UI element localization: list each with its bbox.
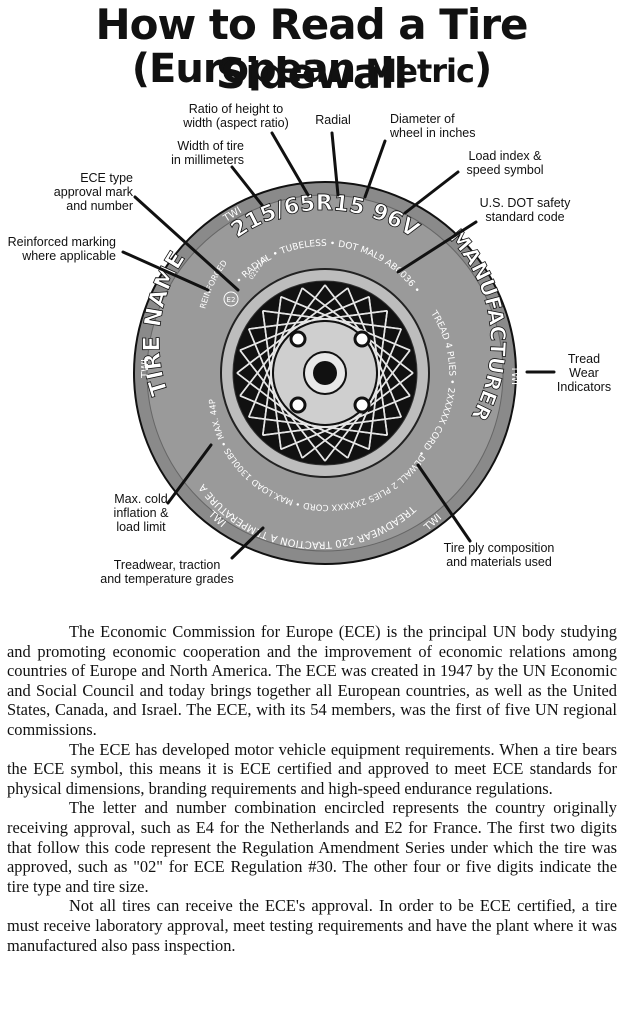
leader-width [230,165,264,207]
lug-nut [289,330,307,348]
twi-marker: TWI [140,359,151,379]
tire-sidewall-diagram: 215/65R15 96V TIRE NAME MANUFACTURER • R… [0,95,611,586]
leader-radial [330,131,340,197]
body-text: The Economic Commission for Europe (ECE)… [7,622,617,955]
twi-marker: TWI [509,365,520,385]
subtitle-close-paren: ) [473,46,492,92]
lattice-spoke [236,372,349,459]
lattice-spoke [239,349,326,462]
paragraph: The letter and number combination encirc… [7,798,617,896]
lattice-spoke [239,284,326,397]
lattice-spoke [280,395,411,450]
lattice-spoke [262,416,402,437]
callout-load-speed: Load index &speed symbol [466,149,543,177]
lattice-spoke [301,287,414,374]
lug-nut [353,396,371,414]
leader-diameter [363,139,387,199]
subtitle-open-paren: ( [131,46,150,92]
lattice-spoke [239,296,370,351]
leader-reinforced [121,250,210,292]
lattice-spoke [248,328,303,459]
lattice-spoke [236,287,349,374]
leader-dot [396,220,478,274]
page-subtitle: (European Metric) [0,46,623,92]
lattice-spoke [262,309,402,330]
hub-bore [313,361,337,385]
leader-max-cold [166,443,213,505]
lattice-spoke [347,328,402,459]
lattice-spoke [368,310,389,450]
lattice-spoke [301,372,414,459]
lattice-spoke [248,416,388,437]
lattice-spoke [239,395,370,450]
lattice-spoke [280,296,411,351]
leader-ply [416,463,472,543]
lattice-spoke [248,309,388,330]
lug-nut [353,330,371,348]
lattice-spoke [261,296,282,436]
ece-mark-text: E2 [227,296,236,304]
lattice-spoke [261,310,282,450]
wheel-lattice-pattern [236,284,414,462]
leader-load-speed [403,170,460,215]
ece-mark-circle [223,291,239,307]
paragraph: The Economic Commission for Europe (ECE)… [7,622,617,739]
paragraph: Not all tires can receive the ECE's appr… [7,896,617,955]
subtitle-small: Metric [355,52,475,90]
lug-nut [289,396,307,414]
callout-radial: Radial [315,113,350,127]
subtitle-main: European [149,46,356,92]
leader-aspect-ratio [270,131,310,197]
leader-treadwear [230,526,265,560]
lattice-spoke [248,287,303,418]
leader-ece [133,195,240,292]
page-title: How to Read a Tire Sidewall [95,0,528,98]
lattice-spoke [368,296,389,436]
paragraph: The ECE has developed motor vehicle equi… [7,739,617,798]
lattice-spoke [347,287,402,418]
